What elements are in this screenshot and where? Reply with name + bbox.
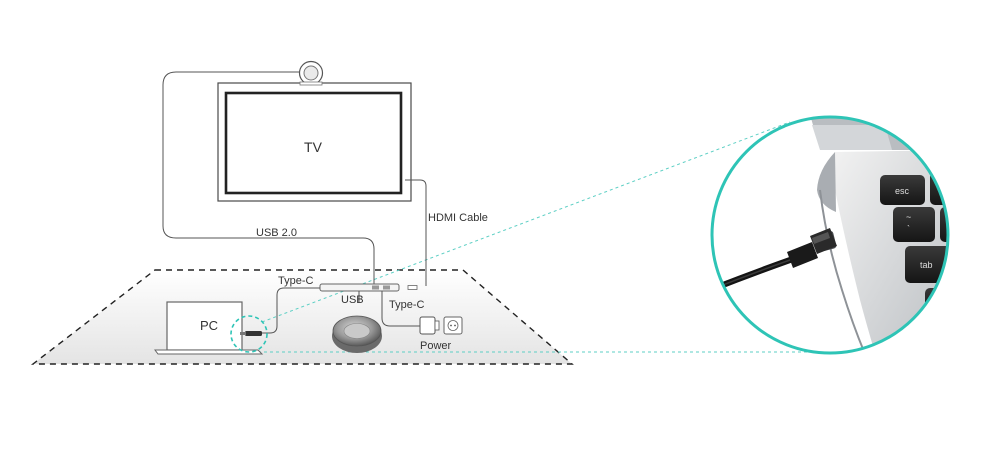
typec-cable-power: [381, 291, 420, 327]
svg-text:`: `: [907, 224, 910, 234]
svg-text:~: ~: [906, 212, 911, 222]
power-adapter: [419, 316, 440, 335]
usb-label: USB: [341, 294, 364, 306]
zoom-source-circle: [230, 315, 268, 353]
svg-text:esc: esc: [895, 186, 910, 196]
tv-label: TV: [304, 139, 323, 155]
table-area-dashed-border: [30, 269, 574, 365]
svg-text:tab: tab: [920, 260, 933, 270]
tv-screen: [224, 91, 403, 195]
zoom-plug: [787, 242, 818, 268]
speakerphone: [332, 315, 382, 353]
typec-plug-small: [240, 331, 262, 336]
key-esc: esc: [880, 175, 925, 205]
pc-label: PC: [200, 318, 218, 333]
typec-cable-pc: [262, 287, 320, 334]
power-label: Power: [420, 340, 452, 352]
zoom-guide-top: [261, 121, 791, 323]
typec-right-label: Type-C: [389, 299, 425, 311]
camera-icon: [298, 60, 324, 86]
power-outlet-icon: [443, 316, 463, 335]
key-tilde: ~ `: [893, 207, 935, 242]
typec-top-label: Type-C: [278, 275, 314, 287]
hub: [319, 283, 418, 292]
hdmi-label: HDMI Cable: [428, 212, 488, 224]
zoom-ring: [710, 115, 950, 355]
usb20-label: USB 2.0: [256, 227, 297, 239]
zoom-detail: esc ~ ` tab: [712, 117, 948, 353]
pc-laptop: [154, 301, 264, 355]
usb20-cable: [162, 71, 375, 286]
hdmi-cable: [405, 179, 427, 286]
